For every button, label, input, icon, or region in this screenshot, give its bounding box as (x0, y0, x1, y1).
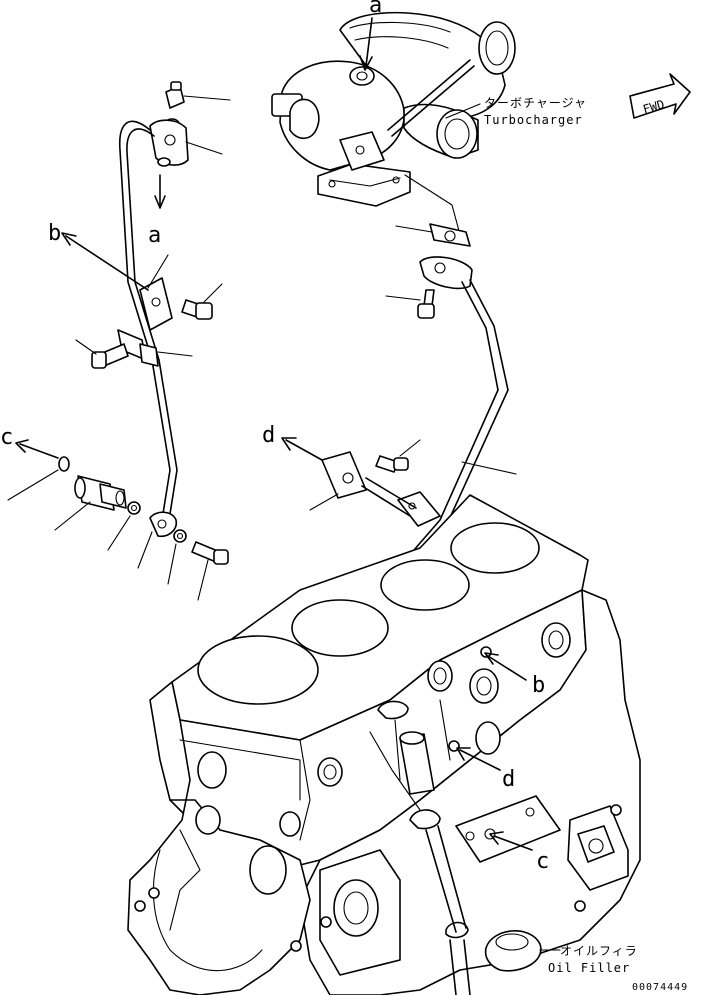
fwd-direction-badge: FWD (629, 73, 691, 119)
oil-filler-caption-en: Oil Filler (548, 961, 630, 975)
fwd-label: FWD (641, 97, 666, 116)
drawing-code: 00074449 (632, 982, 688, 993)
turbocharger-caption-jp: ターボチャージャ (484, 96, 587, 110)
engine-block (127, 494, 641, 995)
connector-parts (7, 456, 229, 601)
callout-d-left: d (262, 423, 275, 448)
turbocharger-caption-en: Turbocharger (484, 113, 583, 127)
callout-b-right: b (532, 673, 545, 698)
callout-a-side: a (148, 223, 161, 248)
callout-b-left: b (48, 221, 61, 246)
turbocharger (271, 11, 516, 243)
callout-c-left: c (0, 425, 13, 450)
callout-d-right: d (502, 767, 515, 792)
callout-c-right: c (536, 849, 549, 874)
callout-a-top: a (369, 0, 382, 18)
callout-arrows (15, 17, 561, 951)
oil-filler-caption-jp: オイルフィラ (560, 944, 638, 958)
oil-inlet-tube (75, 81, 231, 569)
